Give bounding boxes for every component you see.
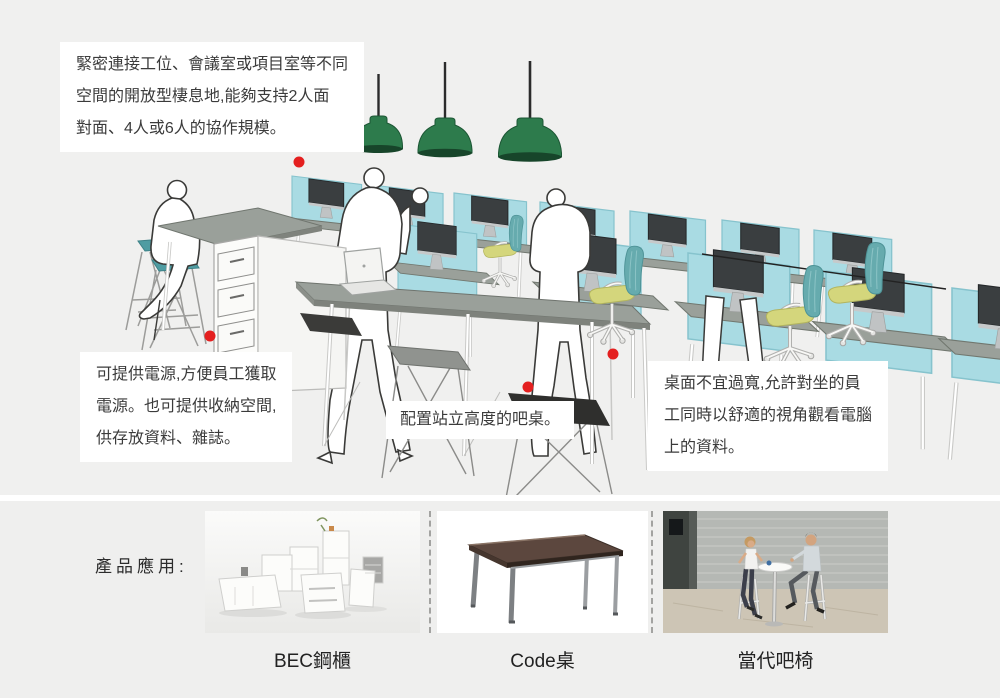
product-label-code-table: Code桌 (510, 651, 575, 672)
wall-line (701, 253, 947, 290)
annotation-line: 桌面不宜過寬,允許對坐的員 (664, 375, 861, 392)
annotation-desk-width: 桌面不宜過寬,允許對坐的員 工同時以舒適的視角觀看電腦 上的資料。 (648, 361, 889, 471)
annotation-collaboration: 緊密連接工位、會議室或項目室等不同 空間的開放型棲息地,能夠支持2人面 對面、4… (60, 42, 365, 152)
marker-dot-power (204, 330, 216, 342)
annotation-line: 上的資料。 (664, 439, 745, 456)
annotation-power-storage: 可提供電源,方便員工獲取 電源。也可提供收納空間, 供存放資料、雜誌。 (80, 352, 293, 462)
marker-dot-desk-width (607, 348, 619, 360)
annotation-line: 可提供電源,方便員工獲取 (96, 366, 277, 383)
product-label-bec-cabinet: BEC鋼櫃 (273, 651, 352, 672)
annotation-line: 對面、4人或6人的協作規模。 (76, 120, 286, 137)
section-divider (0, 495, 1000, 501)
bar-table (294, 247, 652, 471)
annotation-bar-table: 配置站立高度的吧桌。 (386, 401, 575, 439)
product-image-bar-stool (663, 511, 888, 633)
dashed-divider (429, 511, 431, 633)
product-image-code-table (437, 511, 648, 633)
annotation-line: 緊密連接工位、會議室或項目室等不同 (76, 56, 349, 73)
dashed-divider (651, 511, 653, 633)
office-illustration (125, 61, 1000, 499)
annotation-line: 電源。也可提供收納空間, (96, 398, 277, 415)
marker-dot-bar-table (522, 381, 534, 393)
annotation-line: 供存放資料、雜誌。 (96, 430, 241, 447)
product-image-bec-cabinet (205, 511, 420, 633)
pendant-lamps-icon (354, 61, 562, 162)
annotation-line: 工同時以舒適的視角觀看電腦 (664, 407, 873, 424)
annotation-line: 空間的開放型棲息地,能夠支持2人面 (76, 88, 330, 105)
section-label: 產品應用: (95, 557, 188, 576)
product-label-bar-stool: 當代吧椅 (737, 651, 814, 672)
marker-dots (204, 156, 619, 393)
marker-dot-collaboration (293, 156, 305, 168)
annotation-line: 配置站立高度的吧桌。 (400, 411, 561, 428)
